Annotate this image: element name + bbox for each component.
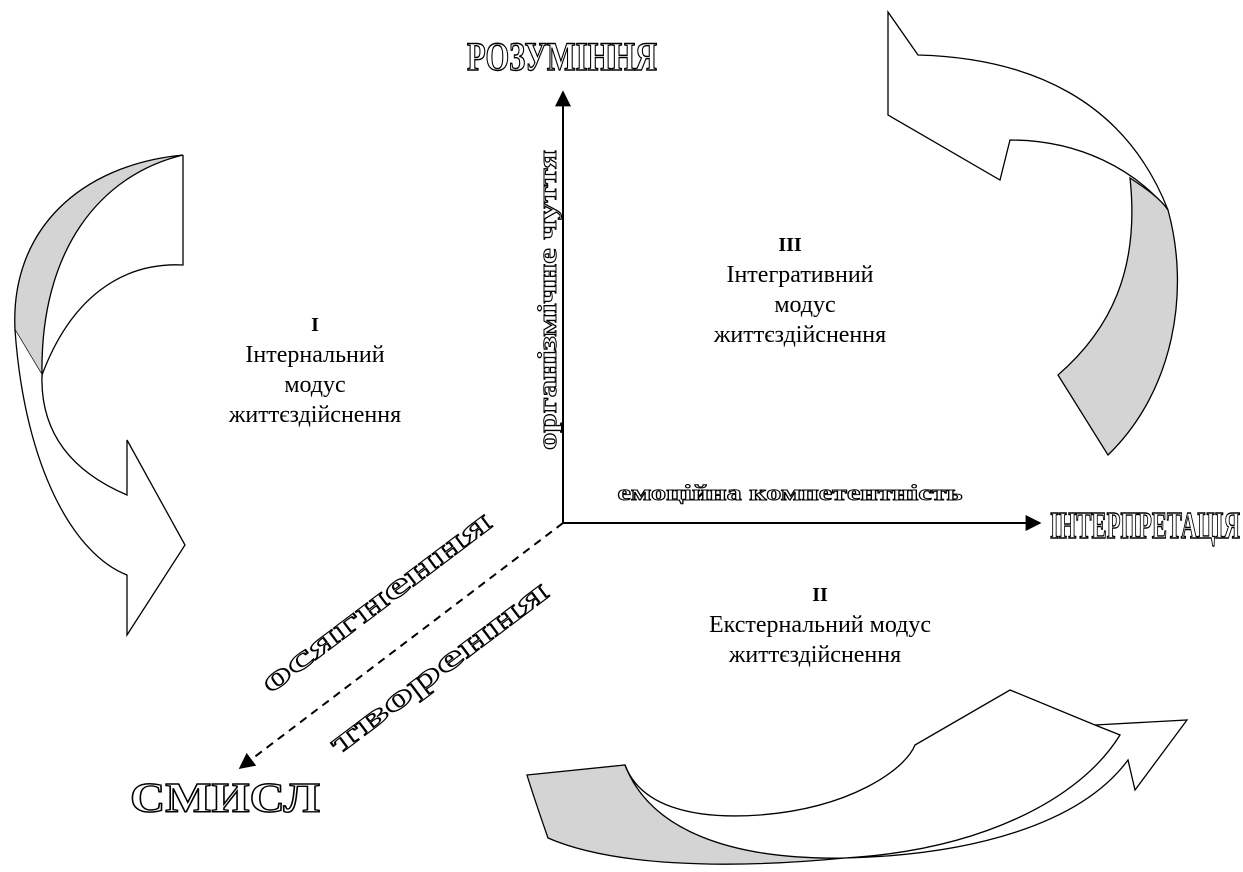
bottom-right-arrow-shaded-band [526,764,846,865]
pole-bottom-left-label: СМИСЛ [130,776,320,822]
horizontal-axis-label: емоційна компетентність [618,480,963,505]
mode-integrative-line3: життєздійснення [713,322,887,348]
mode-internal-line3: життєздійснення [228,402,402,428]
mode-external-line2: життєздійснення [728,642,902,668]
mode-external-line1: Екстернальний модус [708,612,932,638]
mode-internal-line1: Інтернальний [245,342,385,368]
mode-integrative-line1: Інтегративний [726,262,874,288]
mode-external-block: II Екстернальний модус життєздійснення [655,580,985,670]
left-arrow-shaded-band [14,154,184,378]
top-right-arrow-outline [887,9,1169,211]
vertical-axis-label: організмічне чуття [533,150,562,450]
top-right-arrow-shaded-band [1057,176,1179,457]
pole-right-label: ІНТЕРПРЕТАЦІЯ [1050,505,1240,547]
top-right-curved-arrow [887,9,1179,457]
mode-integrative-block: III Інтегративний модус життєздійснення [645,230,955,350]
mode-internal-number: I [311,314,319,336]
diagonal-axis [238,522,564,769]
bottom-right-curved-arrow [526,689,1189,865]
left-curved-arrow [14,154,186,638]
mode-integrative-number: III [778,234,802,256]
left-arrow-outline [14,329,186,638]
mode-internal-block: I Інтернальний модус життєздійснення [160,310,470,430]
bottom-right-arrow-outline [844,719,1189,859]
mode-internal-line2: модус [284,372,346,398]
mode-integrative-line2: модус [774,292,836,318]
mode-external-number: II [812,584,828,606]
pole-top-label: РОЗУМІННЯ [467,34,657,79]
